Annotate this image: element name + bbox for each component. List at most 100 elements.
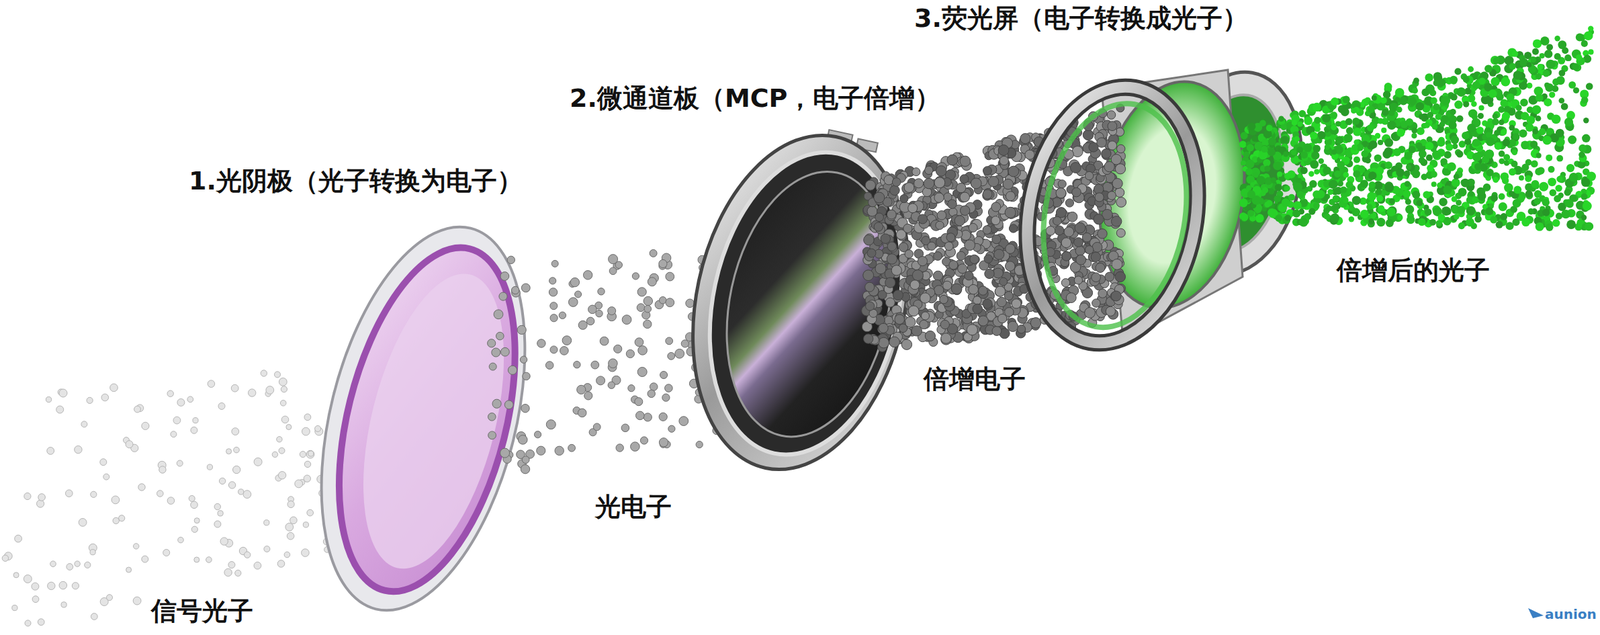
multiplied-electron (865, 282, 875, 292)
signal-photon (101, 393, 109, 402)
signal-photon (59, 388, 68, 397)
photoelectron (636, 303, 645, 312)
photoelectron (591, 360, 600, 369)
output-photon (1539, 53, 1545, 59)
signal-photon (228, 481, 236, 489)
signal-photon (14, 534, 23, 543)
multiplied-electron (1075, 245, 1085, 256)
signal-photon (231, 384, 239, 392)
multiplied-electron (886, 253, 897, 264)
signal-photon (12, 605, 18, 611)
multiplied-electron (1094, 184, 1104, 194)
multiplied-electron (1107, 191, 1117, 201)
multiplied-electron (894, 314, 905, 325)
multiplied-electron (1107, 141, 1117, 150)
output-photon (1556, 155, 1564, 162)
signal-photon (280, 400, 287, 407)
signal-photon (13, 572, 19, 578)
multiplied-electron (1054, 225, 1064, 236)
multiplied-electron (983, 166, 993, 176)
photoelectron (558, 311, 566, 319)
photoelectron (665, 272, 675, 281)
photoelectron (573, 361, 581, 369)
multiplied-electron (908, 203, 918, 213)
signal-photon (110, 383, 119, 392)
photoelectron (643, 296, 653, 305)
multiplied-electron (1020, 133, 1031, 144)
signal-photon (59, 581, 68, 590)
photoelectron (570, 277, 580, 287)
output-photon (1498, 202, 1508, 211)
multiplied-electron (865, 301, 875, 311)
multiplied-electron (863, 235, 874, 246)
multiplied-electron (939, 294, 949, 304)
photoelectron (568, 443, 576, 452)
multiplied-electron (947, 199, 958, 209)
multiplied-electron (863, 333, 874, 344)
photoelectron (550, 314, 558, 322)
multiplied-electron (893, 290, 904, 301)
photoelectron (562, 335, 572, 346)
multiplied-electron (968, 284, 979, 295)
output-photon (1548, 165, 1555, 173)
output-photon (1327, 188, 1334, 195)
signal-photon (66, 563, 74, 571)
signal-photon (206, 556, 213, 563)
output-photon (1330, 111, 1338, 119)
multiplied-electron (957, 263, 968, 274)
multiplied-electron (1094, 192, 1104, 202)
multiplied-electron (908, 305, 919, 317)
multiplied-electron (886, 209, 897, 219)
output-photon (1532, 38, 1542, 48)
multiplied-electron (1112, 178, 1123, 189)
signal-photon (306, 509, 314, 516)
photoelectron (492, 398, 502, 408)
photoelectron (522, 372, 530, 380)
signal-photon (190, 501, 199, 509)
signal-photon (278, 447, 285, 454)
output-photon (1564, 54, 1572, 62)
multiplied-electron (1005, 243, 1015, 254)
multiplied-electron (1115, 163, 1126, 174)
signal-photon (176, 460, 183, 467)
output-photon (1421, 173, 1429, 181)
photoelectron (593, 423, 601, 431)
output-photon (1441, 96, 1451, 106)
photoelectron (632, 272, 639, 280)
multiplied-electron (1082, 129, 1094, 141)
multiplied-electron (1011, 298, 1021, 309)
signal-photon (265, 386, 275, 395)
multiplied-electron (873, 222, 883, 232)
multiplied-electron (1005, 261, 1016, 272)
output-photon (1581, 40, 1588, 48)
output-photon (1318, 158, 1324, 164)
signal-photon (138, 483, 146, 491)
multiplied-electron (920, 292, 931, 303)
signal-photon (286, 531, 295, 540)
photoelectron (643, 319, 652, 328)
photoelectron (599, 336, 609, 346)
multiplied-electron (1111, 216, 1122, 227)
multiplied-electron (968, 223, 978, 232)
signal-photon (47, 447, 55, 455)
multiplied-electron (949, 260, 958, 270)
output-photon (1466, 206, 1476, 216)
multiplied-electron (934, 285, 944, 295)
output-photon (1581, 134, 1590, 143)
multiplied-electron (951, 283, 962, 295)
multiplied-electron (1057, 180, 1066, 189)
multiplied-electron (918, 214, 928, 224)
photoelectron (637, 287, 647, 297)
signal-photon (194, 556, 200, 563)
photoelectron (550, 345, 558, 354)
signal-photon (111, 495, 120, 504)
photoelectron (667, 352, 676, 361)
multiplied-electron (1115, 188, 1125, 198)
multiplied-electron (964, 239, 976, 251)
signal-photon (50, 560, 57, 567)
multiplied-electron (910, 280, 920, 290)
signal-photon (125, 440, 133, 449)
multiplied-electron (1061, 251, 1071, 261)
signal-photon (173, 416, 181, 424)
